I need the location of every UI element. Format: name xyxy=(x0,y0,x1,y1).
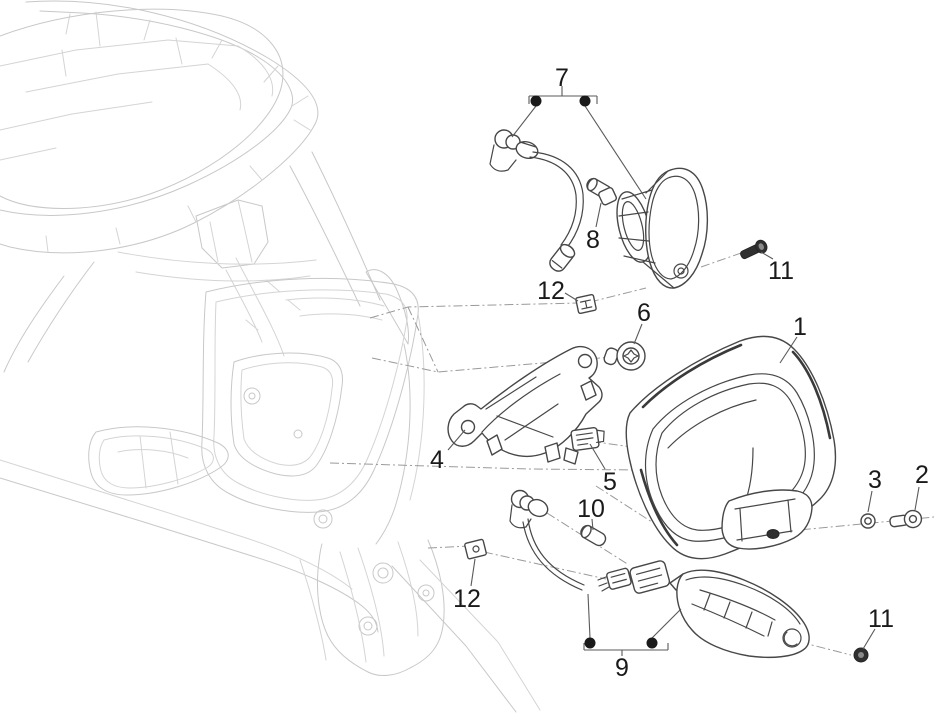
part-bulb-10 xyxy=(580,524,607,547)
callout-label-7: 7 xyxy=(555,64,569,92)
part-screw-2 xyxy=(889,509,923,529)
callout-leader-12-upper xyxy=(564,292,579,302)
callout-leader-5 xyxy=(589,443,606,470)
callout-label-9: 9 xyxy=(615,654,629,682)
callout-leader-12-lower xyxy=(470,558,476,587)
callout-leader-6 xyxy=(633,323,643,345)
callout-label-10: 10 xyxy=(577,495,605,523)
callout-leader-10 xyxy=(591,518,594,531)
part-upper-connector xyxy=(549,243,576,272)
part-upper-bulb-socket xyxy=(489,129,539,172)
callout-label-6: 6 xyxy=(637,299,651,327)
bracket-dot-leader-7 xyxy=(511,105,537,138)
part-lower-connector-pair xyxy=(597,560,671,594)
part-lower-turn-signal-lens xyxy=(669,569,810,659)
callout-label-12-upper: 12 xyxy=(537,277,565,305)
bracket-dot-9 xyxy=(584,637,596,649)
bracket-dot-leader-9 xyxy=(587,593,591,639)
part-nut-11-lower xyxy=(853,647,869,663)
callout-leader-2 xyxy=(914,486,920,511)
part-washer-3 xyxy=(860,513,876,529)
part-bracket-4 xyxy=(447,345,603,465)
part-screw-11-upper xyxy=(740,239,768,260)
callout-label-11-upper: 11 xyxy=(768,257,794,285)
part-spring-clip-12-upper xyxy=(575,293,597,315)
part-upper-turn-signal-lens xyxy=(598,167,709,289)
callout-label-4: 4 xyxy=(430,446,444,474)
callout-label-1: 1 xyxy=(793,313,807,341)
part-cable-clip-5 xyxy=(570,426,605,452)
callout-leader-3 xyxy=(867,490,873,513)
bracket-dot-7 xyxy=(530,95,542,107)
callout-label-5: 5 xyxy=(603,468,617,496)
part-upper-wire xyxy=(529,151,584,250)
scooter-body-wireframe xyxy=(0,0,541,713)
part-spring-clip-12-lower xyxy=(464,538,487,560)
bracket-dot-7 xyxy=(579,95,591,107)
callout-label-11-lower: 11 xyxy=(868,605,894,633)
bracket-dot-leader-9 xyxy=(651,608,682,639)
callout-leader-11-lower xyxy=(862,628,876,650)
bracket-dot-leader-7 xyxy=(584,105,647,200)
part-tail-light-1 xyxy=(625,335,837,560)
part-lower-wire xyxy=(522,518,585,591)
part-lower-bulb-socket xyxy=(509,489,549,529)
callout-label-3: 3 xyxy=(868,466,882,494)
bracket-dot-9 xyxy=(646,637,658,649)
part-screw-6 xyxy=(603,341,646,371)
callout-leader-4 xyxy=(447,429,466,451)
callout-label-12-lower: 12 xyxy=(453,585,481,613)
callout-label-2: 2 xyxy=(915,461,929,489)
callout-leader-8 xyxy=(595,202,602,228)
callout-leader-11-upper xyxy=(760,251,774,260)
callout-leader-1 xyxy=(779,336,798,364)
callout-label-8: 8 xyxy=(586,226,600,254)
